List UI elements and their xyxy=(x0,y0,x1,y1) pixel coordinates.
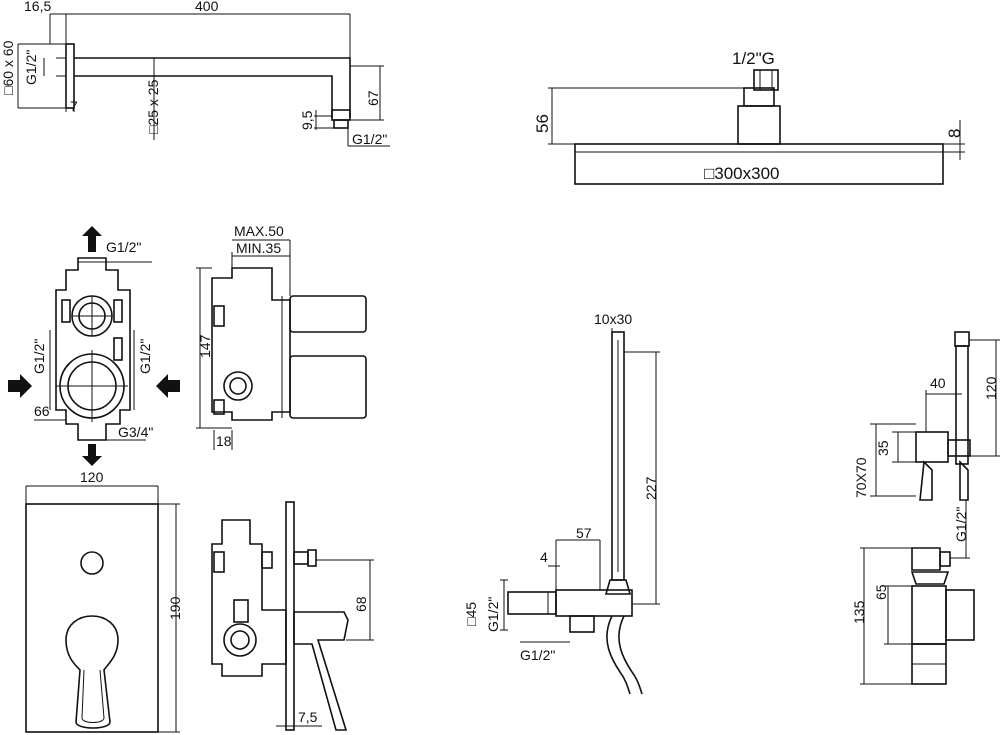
side-lever xyxy=(293,611,349,731)
head-plate xyxy=(574,143,944,185)
dim-bidet-120: 120 xyxy=(983,376,999,400)
hand-shower-drawing: 10x30 227 57 4 □45 G1/2" G1/2" xyxy=(463,311,660,695)
dim-plate-68: 68 xyxy=(353,596,369,612)
valve-side-upper-cap xyxy=(289,295,367,333)
dim-hand-10x30: 10x30 xyxy=(594,311,632,327)
dim-arm-16-5: 16,5 xyxy=(24,0,51,14)
hose xyxy=(606,615,631,695)
dim-arm-25x25: □25 x 25 xyxy=(145,79,161,134)
dim-bidet-g12: G1/2" xyxy=(953,507,969,542)
lever-handle xyxy=(65,615,119,729)
side-block-body xyxy=(911,585,947,645)
dim-hand-g12-bottom: G1/2" xyxy=(520,647,555,663)
spray-handle xyxy=(955,345,969,465)
dim-hand-57: 57 xyxy=(576,525,592,541)
cover-plate-drawing: 120 190 xyxy=(25,469,183,733)
valve-plate-side-drawing: 68 7,5 xyxy=(211,501,374,731)
cover-plate xyxy=(25,503,159,733)
spray-head-top xyxy=(954,331,970,347)
dim-valve-66: 66 xyxy=(34,403,50,419)
valve-side-body xyxy=(211,267,291,421)
dim-arm-g12-right: G1/2" xyxy=(352,131,387,147)
dim-arm-g12-left: G1/2" xyxy=(23,50,39,85)
diverter-knob xyxy=(80,551,104,575)
arrow-up-icon xyxy=(82,226,102,252)
dim-valve-18: 18 xyxy=(216,433,232,449)
side-block-top xyxy=(911,547,941,571)
dim-head-size: □300x300 xyxy=(704,164,780,183)
dim-plate-190: 190 xyxy=(167,596,183,620)
dim-arm-67: 67 xyxy=(365,90,381,106)
bidet-connector-drawing: 40 120 70X70 35 xyxy=(853,331,1000,501)
dim-valve-g34: G3/4" xyxy=(118,424,153,440)
dim-head-8: 8 xyxy=(945,129,964,138)
connector-block xyxy=(915,431,949,463)
dim-hand-227: 227 xyxy=(643,476,659,500)
dim-head-thread: 1/2"G xyxy=(732,49,775,68)
hose-connector xyxy=(569,615,595,633)
dim-valve-g12-left: G1/2" xyxy=(31,339,47,374)
side-diverter xyxy=(293,551,309,565)
arrow-right-icon xyxy=(8,374,32,398)
valve-side-lower-cap xyxy=(289,355,367,419)
hose-nipple-left xyxy=(919,460,933,501)
dim-valve-max: MAX.50 xyxy=(234,223,284,239)
arm-outlet-nut xyxy=(333,119,349,129)
dim-bidet-135: 135 xyxy=(851,600,867,624)
hose-nipple-right xyxy=(959,460,969,501)
dim-head-56: 56 xyxy=(533,114,552,133)
dim-bidet-35: 35 xyxy=(875,440,891,456)
dim-arm-9-5: 9,5 xyxy=(299,110,315,130)
arm-outlet xyxy=(331,109,351,121)
holder-wall-pipe xyxy=(507,591,557,615)
dim-valve-g12-top: G1/2" xyxy=(106,239,141,255)
head-connector xyxy=(753,69,779,91)
arm-tube-outer xyxy=(74,57,351,118)
dim-arm-400: 400 xyxy=(195,0,219,14)
valve-body xyxy=(55,257,131,441)
dim-bidet-65: 65 xyxy=(873,584,889,600)
side-block-knob xyxy=(945,589,975,641)
side-plate xyxy=(285,501,295,731)
dim-hand-g12-side: G1/2" xyxy=(485,597,501,632)
dim-arm-7: 7 xyxy=(70,98,78,114)
head-body xyxy=(737,105,781,145)
arrow-left-icon xyxy=(156,374,180,398)
dim-plate-120: 120 xyxy=(80,469,104,485)
shower-arm-drawing: 16,5 400 □60 x 60 G1/2" 7 □25 x 25 9,5 6… xyxy=(0,0,390,147)
bidet-connector-side-drawing: G1/2" 65 135 xyxy=(851,500,975,685)
dim-hand-45: □45 xyxy=(463,602,479,626)
valve-side-drawing: MAX.50 MIN.35 147 18 xyxy=(196,223,367,450)
dim-arm-60x60: □60 x 60 xyxy=(0,40,16,95)
shower-head-drawing: 1/2"G 56 8 □300x300 xyxy=(533,49,965,185)
dim-plate-7-5: 7,5 xyxy=(298,709,318,725)
arrow-down-icon xyxy=(82,444,102,466)
valve-front-drawing: G1/2" G1/2" G1/2" 66 G3/4" xyxy=(8,226,180,466)
dim-valve-147: 147 xyxy=(197,334,213,358)
dim-bidet-40: 40 xyxy=(930,375,946,391)
dim-valve-g12-right: G1/2" xyxy=(137,339,153,374)
arm-tube-inner xyxy=(74,75,333,118)
dim-hand-4: 4 xyxy=(540,549,548,565)
dim-bidet-70x70: 70X70 xyxy=(853,457,869,498)
dim-valve-min: MIN.35 xyxy=(236,240,281,256)
side-valve-body xyxy=(211,519,287,677)
